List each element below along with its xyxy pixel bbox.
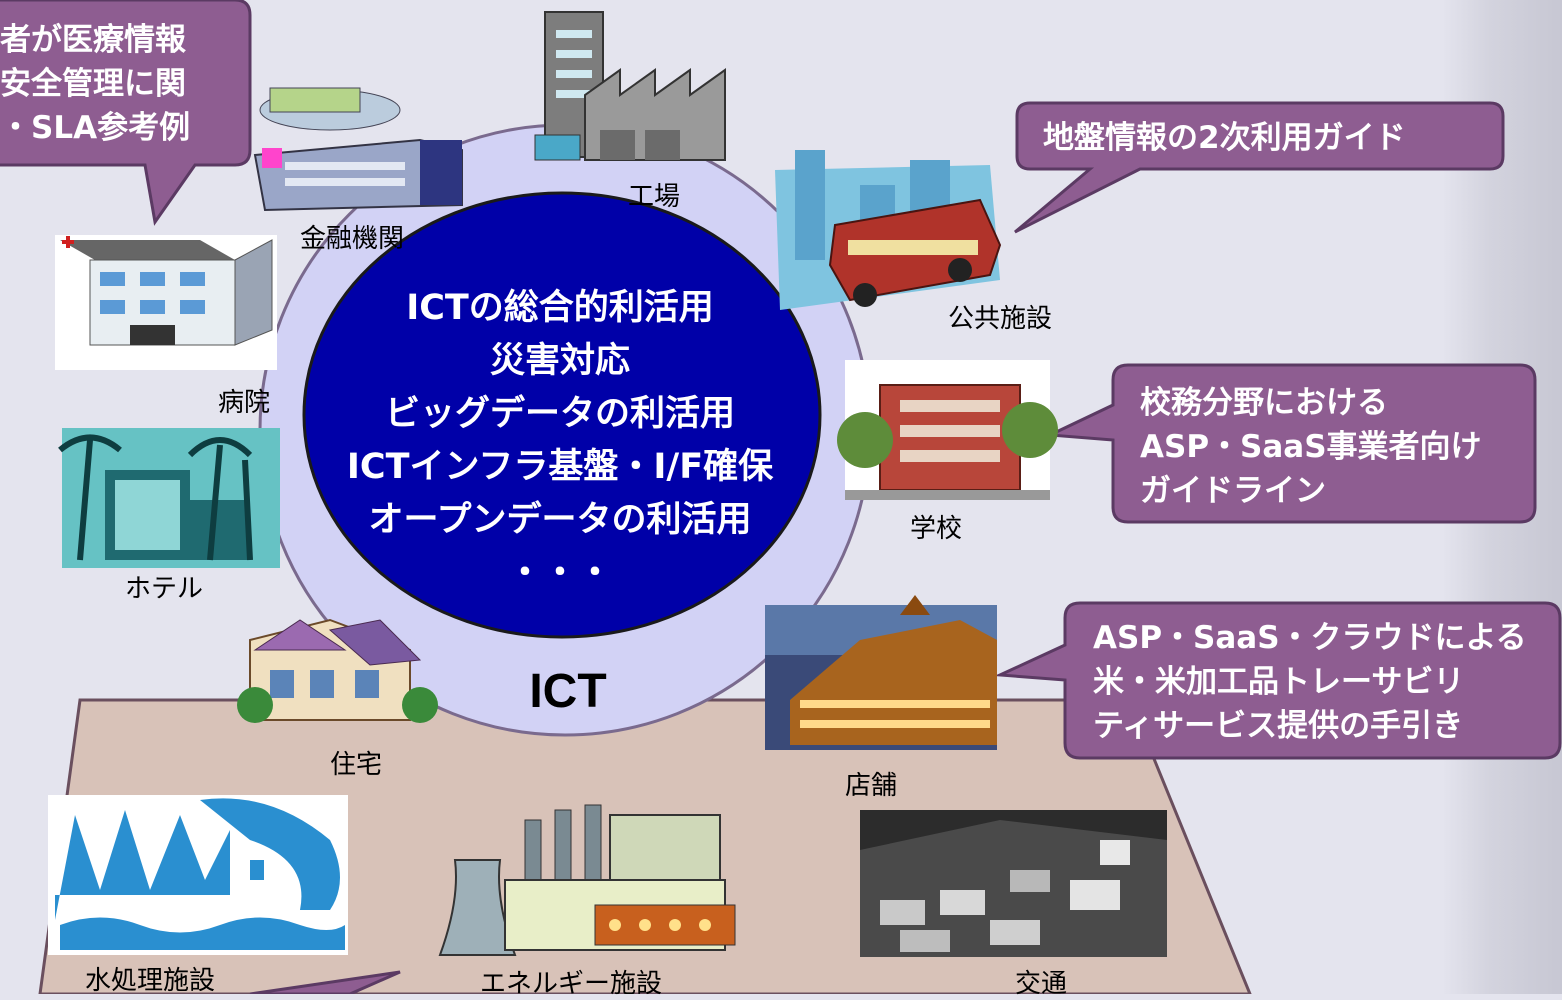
callout-medical-line-2: 安全管理に関 [0, 66, 186, 102]
callout-ground-text: 地盤情報の2次利用ガイド [1043, 116, 1406, 160]
callout-medical-line-3: ・SLA参考例 [0, 110, 191, 146]
callout-medical [0, 0, 252, 226]
callout-rice [994, 601, 1562, 760]
callout-school-text: 校務分野における ASP・SaaS事業者向け ガイドライン [1140, 381, 1482, 513]
label-hospital: 病院 [218, 388, 271, 418]
label-bank: 金融機関 [300, 224, 405, 254]
center-line-2: 災害対応 [489, 341, 630, 381]
callout-school-line-1: 校務分野における [1140, 385, 1388, 421]
store-icon [765, 595, 997, 750]
center-line-4: ICTインフラ基盤・I/F確保 [346, 447, 774, 487]
ict-label: ICT [529, 665, 607, 718]
callout-rice-line-2: 米・米加工品トレーサビリ [1093, 664, 1465, 700]
callout-ground [1014, 101, 1505, 234]
water-plant-icon [48, 795, 348, 955]
label-factory: 工場 [628, 182, 681, 212]
bank-icon [253, 87, 463, 212]
power-plant-icon [438, 804, 736, 956]
callout-school [1044, 363, 1537, 524]
bus-city-icon [775, 150, 1002, 310]
callout-medical-line-1: 者が医療情報 [0, 22, 186, 58]
label-store: 店舗 [845, 771, 898, 801]
center-text-block: ICTの総合的利活用 災害対応 ビッグデータの利活用 ICTインフラ基盤・I/F… [300, 282, 820, 600]
callout-ground-line-1: 地盤情報の2次利用ガイド [1043, 120, 1406, 156]
center-line-5: オープンデータの利活用 [368, 500, 752, 540]
factory-icon [534, 11, 726, 161]
callout-school-line-2: ASP・SaaS事業者向け [1140, 429, 1482, 465]
callout-rice-text: ASP・SaaS・クラウドによる 米・米加工品トレーサビリ ティサービス提供の手… [1093, 616, 1527, 748]
label-school: 学校 [910, 514, 963, 544]
label-public: 公共施設 [948, 304, 1053, 334]
traffic-icon [860, 810, 1167, 957]
label-energy: エネルギー施設 [480, 969, 663, 999]
school-icon [837, 360, 1058, 500]
label-hotel: ホテル [125, 574, 204, 604]
hotel-icon [58, 428, 280, 568]
callout-medical-text: 者が医療情報 安全管理に関 ・SLA参考例 [0, 18, 190, 150]
callout-rice-line-1: ASP・SaaS・クラウドによる [1093, 620, 1527, 656]
label-water: 水処理施設 [85, 966, 216, 996]
callout-rice-line-3: ティサービス提供の手引き [1093, 708, 1464, 744]
center-line-3: ビッグデータの利活用 [384, 394, 735, 434]
callout-bottom-tail [249, 970, 401, 994]
center-line-6: ・・・ [507, 553, 613, 593]
house-icon [237, 618, 438, 723]
center-circle [302, 191, 822, 639]
center-line-1: ICTの総合的利活用 [406, 288, 714, 328]
callout-school-line-3: ガイドライン [1140, 473, 1326, 509]
hospital-icon [55, 235, 277, 370]
label-house: 住宅 [330, 750, 383, 780]
label-traffic: 交通 [1015, 969, 1068, 999]
